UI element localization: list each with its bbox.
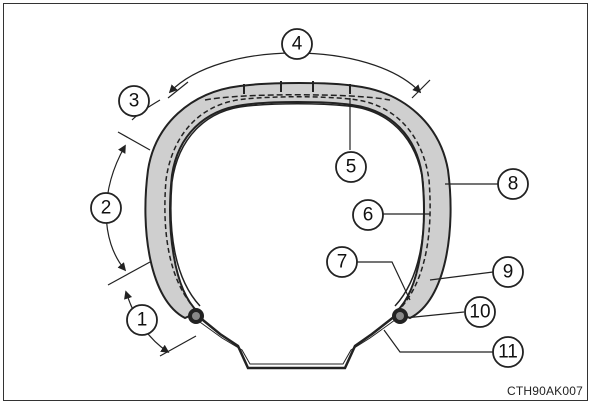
inner-liner bbox=[170, 103, 425, 307]
callout-11: 11 bbox=[492, 336, 524, 368]
svg-text:3: 3 bbox=[129, 91, 140, 112]
callout-9: 9 bbox=[492, 256, 524, 288]
svg-text:1: 1 bbox=[137, 310, 148, 331]
callout-6: 6 bbox=[352, 199, 384, 231]
callout-4: 4 bbox=[281, 28, 313, 60]
bead-left bbox=[188, 308, 204, 324]
tire-body bbox=[144, 82, 452, 320]
svg-text:5: 5 bbox=[346, 157, 357, 178]
callout-2: 2 bbox=[90, 192, 122, 224]
svg-text:7: 7 bbox=[337, 252, 348, 273]
extension-lines bbox=[107, 79, 431, 357]
figure-code: CTH90AK007 bbox=[506, 384, 583, 398]
carcass-ply bbox=[164, 96, 431, 311]
wheel-rim bbox=[177, 302, 415, 370]
callout-8: 8 bbox=[497, 168, 529, 200]
svg-text:9: 9 bbox=[503, 262, 514, 283]
callout-10: 10 bbox=[464, 296, 496, 328]
leader-lines bbox=[349, 98, 503, 353]
callout-1: 1 bbox=[126, 304, 158, 336]
svg-text:4: 4 bbox=[292, 34, 303, 55]
callout-3: 3 bbox=[118, 85, 150, 117]
svg-text:10: 10 bbox=[469, 302, 490, 323]
wheel-rim-inner bbox=[185, 311, 407, 365]
svg-text:11: 11 bbox=[498, 342, 518, 363]
svg-text:2: 2 bbox=[101, 198, 112, 219]
callout-7: 7 bbox=[326, 246, 358, 278]
callout-5: 5 bbox=[335, 151, 367, 183]
belt bbox=[204, 94, 391, 101]
svg-text:8: 8 bbox=[508, 174, 519, 195]
svg-text:6: 6 bbox=[363, 205, 374, 226]
bead-right bbox=[392, 308, 408, 324]
